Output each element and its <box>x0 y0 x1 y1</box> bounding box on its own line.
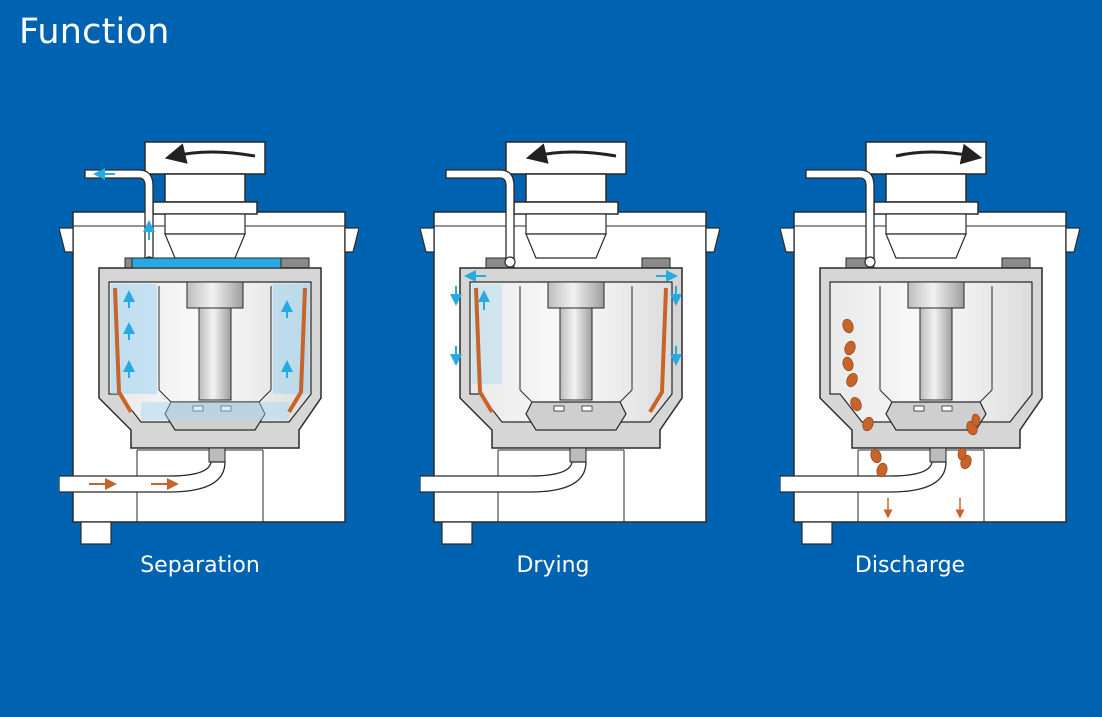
separation-diagram <box>59 140 359 550</box>
separation-label: Separation <box>140 553 260 578</box>
discharge-label: Discharge <box>854 553 966 578</box>
drying-diagram <box>420 140 720 550</box>
page-title: Function <box>19 12 170 52</box>
drying-label: Drying <box>516 553 590 578</box>
discharge-diagram <box>780 140 1080 550</box>
